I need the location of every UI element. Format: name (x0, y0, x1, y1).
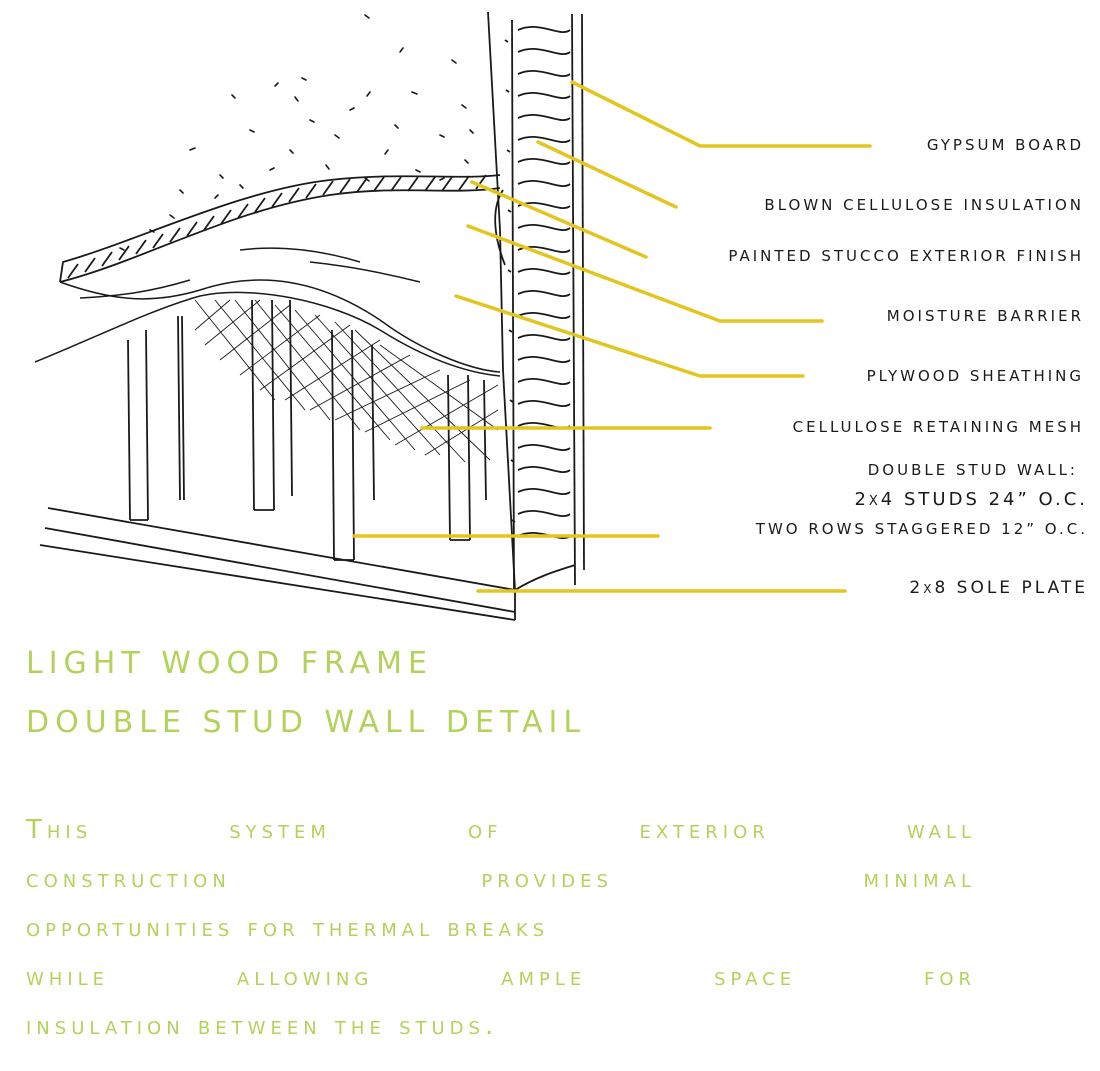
paragraph-line2: construction provides minimal (26, 864, 976, 894)
leader-lines (352, 80, 872, 593)
plywood-sheathing-layer (34, 247, 501, 377)
leader-stucco (470, 180, 648, 259)
callout-double-stud-line1: DOUBLE STUD WALL: (867, 461, 1078, 479)
retaining-mesh (194, 299, 499, 463)
studs (127, 299, 487, 561)
callout-double-stud-line3: TWO ROWS STAGGERED 12” O.C. (755, 520, 1088, 538)
title-line1: LIGHT WOOD FRAME (26, 646, 434, 681)
title-line2: DOUBLE STUD WALL DETAIL (26, 705, 587, 740)
wall-section-sketch (34, 11, 872, 621)
leader-blown-cellulose (536, 140, 678, 209)
sole-plate (39, 507, 516, 621)
callout-double-stud-line2: 2x4 STUDS 24” O.C. (854, 489, 1088, 510)
callout-stucco: PAINTED STUCCO EXTERIOR FINISH (728, 247, 1084, 265)
paragraph-line1: This system of exterior wall (26, 815, 976, 845)
stucco-cap (59, 174, 501, 283)
callout-gypsum-board: GYPSUM BOARD (926, 136, 1084, 154)
callout-moisture-barrier: MOISTURE BARRIER (886, 307, 1084, 325)
callout-blown-cellulose: BLOWN CELLULOSE INSULATION (764, 196, 1084, 214)
leader-moisture-barrier (466, 224, 824, 323)
paragraph-line5: insulation between the studs. (26, 1011, 499, 1041)
blown-cellulose-speckle (119, 14, 474, 251)
callout-sole-plate: 2x8 SOLE PLATE (909, 578, 1088, 598)
callout-retaining-mesh: CELLULOSE RETAINING MESH (792, 418, 1084, 436)
leader-plywood (454, 294, 805, 378)
wall-column (487, 11, 585, 591)
callout-plywood-sheathing: PLYWOOD SHEATHING (866, 367, 1084, 385)
paragraph-line4: while allowing ample space for (26, 962, 976, 992)
leader-gypsum (570, 80, 872, 148)
paragraph-line3: opportunities for thermal breaks (26, 913, 550, 943)
